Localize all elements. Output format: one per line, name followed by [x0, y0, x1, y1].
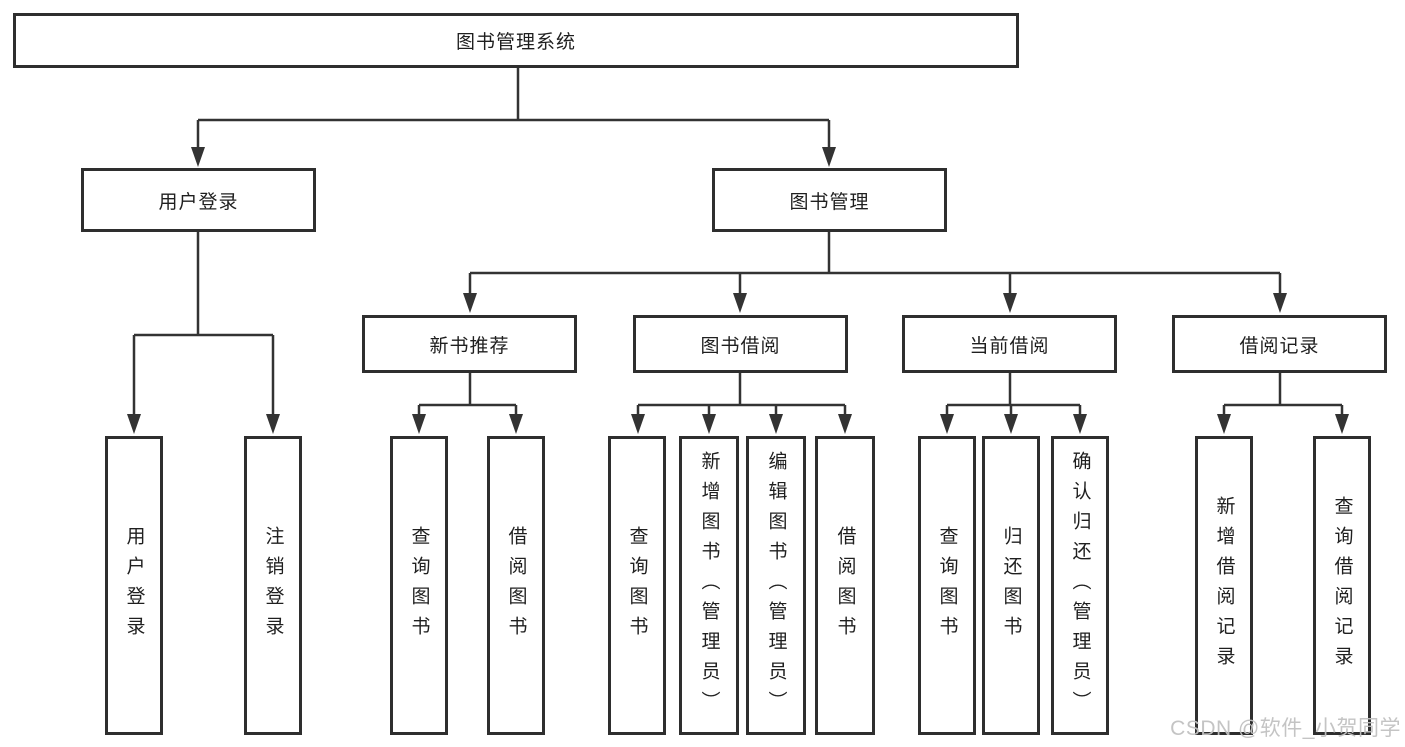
node-new-book-recommend: 新书推荐	[362, 315, 577, 373]
leaf-label: 用户登录	[123, 525, 145, 646]
connector-root-branch	[196, 68, 831, 149]
node-leaf-confirm-return-admin: 确认归还（管理员）	[1051, 436, 1109, 735]
node-leaf-add-book-admin: 新增图书（管理员）	[679, 436, 739, 735]
node-leaf-logout: 注销登录	[244, 436, 302, 735]
node-root: 图书管理系统	[13, 13, 1019, 68]
arrow-down-icon	[631, 414, 645, 434]
arrow-down-icon	[838, 414, 852, 434]
arrow-down-icon	[509, 414, 523, 434]
leaf-label: 新增图书（管理员）	[698, 450, 720, 721]
leaf-label: 查询图书	[626, 525, 648, 646]
leaf-label: 新增借阅记录	[1213, 495, 1235, 676]
connector-current-borrow-branch	[945, 373, 1082, 416]
arrowheads	[127, 147, 1349, 434]
leaf-label: 查询借阅记录	[1331, 495, 1353, 676]
node-leaf-add-borrow-record: 新增借阅记录	[1195, 436, 1253, 735]
node-user-login: 用户登录	[81, 168, 316, 232]
connector-new-book-branch	[417, 373, 518, 416]
leaf-label: 查询图书	[936, 525, 958, 646]
node-leaf-borrow-book-1: 借阅图书	[487, 436, 545, 735]
arrow-down-icon	[1004, 414, 1018, 434]
leaf-label: 编辑图书（管理员）	[765, 450, 787, 721]
node-leaf-query-book-1: 查询图书	[390, 436, 448, 735]
arrow-down-icon	[463, 293, 477, 313]
node-root-label: 图书管理系统	[455, 32, 576, 53]
connector-book-borrow-branch	[636, 373, 847, 416]
node-leaf-borrow-book-2: 借阅图书	[815, 436, 875, 735]
arrow-down-icon	[940, 414, 954, 434]
node-user-login-label: 用户登录	[158, 191, 239, 213]
arrow-down-icon	[822, 147, 836, 167]
arrow-down-icon	[412, 414, 426, 434]
node-leaf-return-book: 归还图书	[982, 436, 1040, 735]
leaf-label: 借阅图书	[834, 525, 856, 646]
leaf-label: 归还图书	[1000, 525, 1022, 646]
watermark: CSDN @软件_小贺同学	[1170, 717, 1401, 740]
arrow-down-icon	[1003, 293, 1017, 313]
connector-borrow-record-branch	[1222, 373, 1344, 416]
node-book-borrow-label: 图书借阅	[700, 335, 781, 357]
node-book-management: 图书管理	[712, 168, 947, 232]
arrow-down-icon	[1073, 414, 1087, 434]
node-book-management-label: 图书管理	[789, 191, 870, 213]
node-leaf-query-book-3: 查询图书	[918, 436, 976, 735]
node-leaf-user-login: 用户登录	[105, 436, 163, 735]
leaf-label: 查询图书	[408, 525, 430, 646]
arrow-down-icon	[702, 414, 716, 434]
node-current-borrow-label: 当前借阅	[969, 335, 1050, 357]
node-leaf-edit-book-admin: 编辑图书（管理员）	[746, 436, 806, 735]
arrow-down-icon	[769, 414, 783, 434]
arrow-down-icon	[1217, 414, 1231, 434]
arrow-down-icon	[733, 293, 747, 313]
node-current-borrow: 当前借阅	[902, 315, 1117, 373]
node-new-book-recommend-label: 新书推荐	[429, 335, 510, 357]
node-borrow-record-label: 借阅记录	[1239, 335, 1320, 357]
arrow-down-icon	[191, 147, 205, 167]
arrow-down-icon	[266, 414, 280, 434]
leaf-label: 注销登录	[262, 525, 284, 646]
node-leaf-query-borrow-record: 查询借阅记录	[1313, 436, 1371, 735]
connector-user-login-branch	[132, 232, 275, 416]
leaf-label: 借阅图书	[505, 525, 527, 646]
arrow-down-icon	[1273, 293, 1287, 313]
connector-book-management-branch	[468, 232, 1282, 295]
arrow-down-icon	[127, 414, 141, 434]
arrow-down-icon	[1335, 414, 1349, 434]
node-borrow-record: 借阅记录	[1172, 315, 1387, 373]
node-leaf-query-book-2: 查询图书	[608, 436, 666, 735]
leaf-label: 确认归还（管理员）	[1069, 450, 1091, 721]
node-book-borrow: 图书借阅	[633, 315, 848, 373]
